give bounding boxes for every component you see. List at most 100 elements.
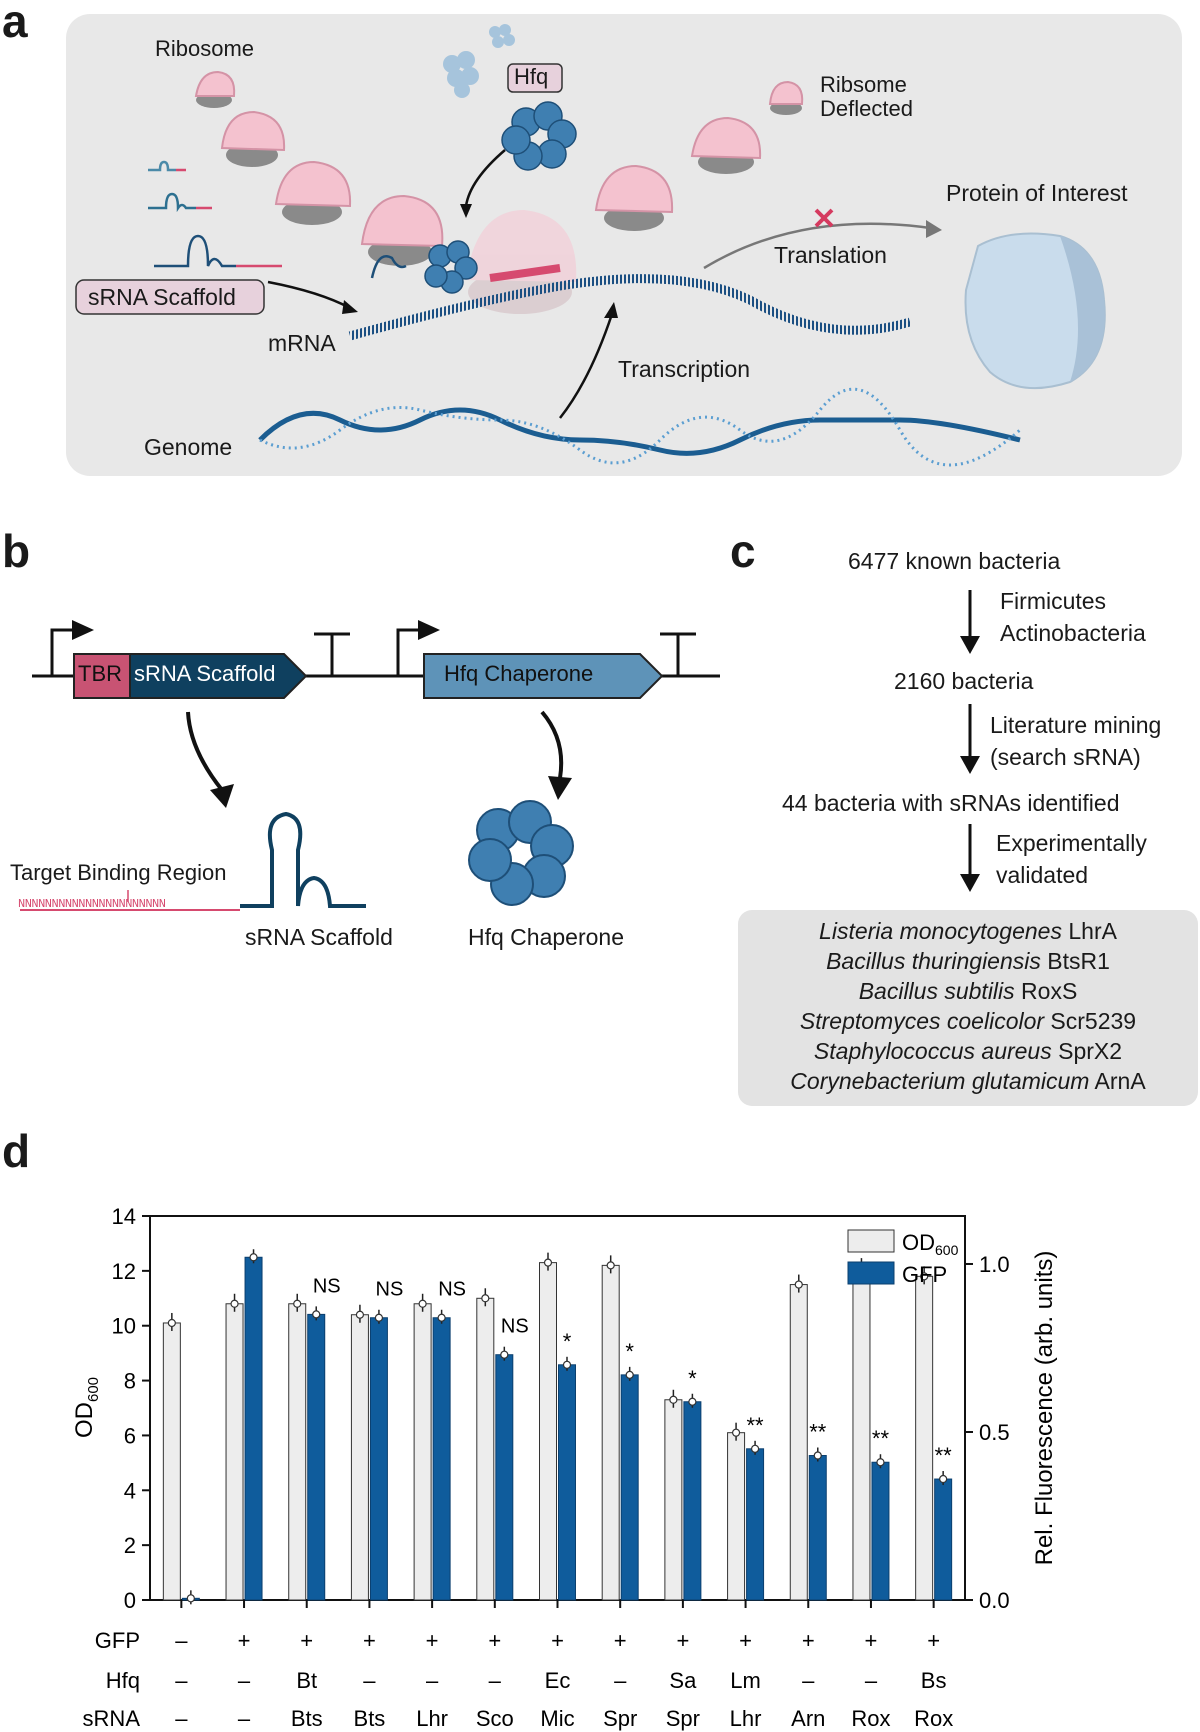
srna-condition-cell: Rox xyxy=(914,1706,953,1731)
promoter-icon xyxy=(50,628,420,676)
gfp-condition-cell: – xyxy=(175,1628,188,1653)
protein-icon xyxy=(964,232,1106,390)
y-right-tick-label: 1.0 xyxy=(979,1252,1010,1277)
srna-condition-cell: Lhr xyxy=(730,1706,762,1731)
label-genome: Genome xyxy=(144,434,233,460)
legend-swatch-gfp xyxy=(847,1261,895,1285)
y-right-tick-label: 0.5 xyxy=(979,1420,1010,1445)
srna-condition-cell: Lhr xyxy=(416,1706,448,1731)
flow-filter-1b: Actinobacteria xyxy=(1000,620,1146,646)
od-data-point xyxy=(669,1395,678,1404)
y-left-axis-title-subscript: 600 xyxy=(85,1377,102,1402)
panel-c-arrows xyxy=(960,590,980,892)
gfp-data-point xyxy=(939,1474,948,1484)
od-data-point xyxy=(293,1299,302,1308)
label-ribosome-deflected-1: Ribsome xyxy=(820,72,907,97)
od-data-point xyxy=(606,1261,615,1270)
ribosome-icon xyxy=(690,116,762,174)
srna-condition-cell: Bts xyxy=(291,1706,323,1731)
od-bar xyxy=(350,1314,369,1601)
gfp-bar xyxy=(746,1448,765,1601)
label-target-binding-region: Target Binding Region xyxy=(10,860,227,885)
panel-b-diagram xyxy=(20,620,720,911)
significance-label: ** xyxy=(872,1426,890,1451)
ribosome-icon xyxy=(274,160,352,225)
od-bar xyxy=(476,1297,495,1601)
legend-label-od: OD600 xyxy=(902,1230,959,1258)
hfq-condition-cell: – xyxy=(175,1668,188,1693)
srna-condition-cell: Rox xyxy=(851,1706,890,1731)
label-protein-of-interest: Protein of Interest xyxy=(946,180,1128,206)
panel-a-illustration xyxy=(75,24,1106,467)
label-hfq: Hfq xyxy=(514,64,549,89)
gfp-data-point xyxy=(437,1313,446,1322)
flow-filter-2a: Literature mining xyxy=(990,712,1162,738)
flow-filter-1a: Firmicutes xyxy=(1000,588,1107,614)
flow-step-1: 6477 known bacteria xyxy=(848,548,1061,574)
label-mrna: mRNA xyxy=(268,330,336,356)
label-translation: Translation xyxy=(774,242,887,268)
y-left-tick-label: 14 xyxy=(112,1204,136,1229)
y-left-tick-label: 6 xyxy=(124,1423,136,1448)
flow-filter-3a: Experimentally xyxy=(996,830,1147,856)
gfp-condition-cell: + xyxy=(488,1628,501,1653)
gfp-condition-cell: + xyxy=(614,1628,627,1653)
flow-step-2: 2160 bacteria xyxy=(894,668,1034,694)
od-bar xyxy=(413,1303,432,1601)
y-right-tick-label: 0.0 xyxy=(979,1588,1010,1613)
label-ribosome-deflected-2: Deflected xyxy=(820,96,913,121)
y-left-tick-label: 8 xyxy=(124,1369,136,1394)
legend-swatch-od xyxy=(847,1229,895,1253)
ribosome-icon xyxy=(194,70,236,108)
flow-filter-3b: validated xyxy=(996,862,1089,888)
srna-condition-cell: Spr xyxy=(666,1706,700,1731)
gfp-data-point xyxy=(876,1458,885,1467)
gfp-bar xyxy=(244,1256,263,1601)
hfq-condition-cell: – xyxy=(865,1668,878,1693)
srna-condition-cell: – xyxy=(175,1706,188,1731)
gfp-bar xyxy=(495,1354,514,1601)
gfp-data-point xyxy=(688,1397,697,1406)
srna-scaffold-icon xyxy=(240,811,366,908)
ribosome-icon xyxy=(360,194,444,266)
significance-label: * xyxy=(563,1329,572,1354)
panel-label-d: d xyxy=(2,1125,31,1177)
significance-label: NS xyxy=(438,1279,466,1301)
label-srna-scaffold-block: sRNA Scaffold xyxy=(134,661,276,686)
gfp-bar xyxy=(808,1455,827,1601)
ribosome-icon xyxy=(594,164,674,231)
label-ribosome: Ribosome xyxy=(155,36,255,61)
label-transcription: Transcription xyxy=(618,356,751,382)
label-srna-scaffold: sRNA Scaffold xyxy=(88,284,236,310)
srna-icon xyxy=(148,160,407,279)
result-line: Corynebacterium glutamicum ArnA xyxy=(790,1068,1146,1094)
significance-label: ** xyxy=(747,1413,765,1438)
hfq-icon xyxy=(443,24,515,98)
od-data-point xyxy=(355,1310,365,1319)
gfp-data-point xyxy=(186,1594,195,1603)
hfq-icon xyxy=(501,101,577,171)
gfp-bar xyxy=(620,1374,639,1601)
od-data-point xyxy=(167,1318,176,1328)
od-bar xyxy=(601,1264,620,1601)
od-bar xyxy=(664,1399,683,1601)
validated-srna-box: Listeria monocytogenes LhrA Bacillus thu… xyxy=(738,910,1198,1106)
label-srna-scaffold-bottom: sRNA Scaffold xyxy=(245,924,393,950)
srna-condition-cell: Bts xyxy=(354,1706,386,1731)
od-data-point xyxy=(731,1428,741,1437)
srna-condition-cell: Arn xyxy=(791,1706,825,1731)
od-data-point xyxy=(418,1299,427,1308)
significance-label: ** xyxy=(809,1420,827,1445)
od-bar xyxy=(288,1303,307,1601)
significance-label: * xyxy=(688,1366,697,1391)
gfp-bar xyxy=(934,1478,953,1601)
srna-condition-cell: Sco xyxy=(476,1706,514,1731)
gfp-condition-cell: + xyxy=(426,1628,439,1653)
srna-condition-cell: Spr xyxy=(603,1706,637,1731)
hfq-icon xyxy=(424,240,478,294)
gfp-condition-cell: + xyxy=(865,1628,878,1653)
result-line: Streptomyces coelicolor Scr5239 xyxy=(799,1008,1137,1034)
od-bar xyxy=(225,1303,244,1601)
hfq-condition-cell: Ec xyxy=(545,1668,571,1693)
